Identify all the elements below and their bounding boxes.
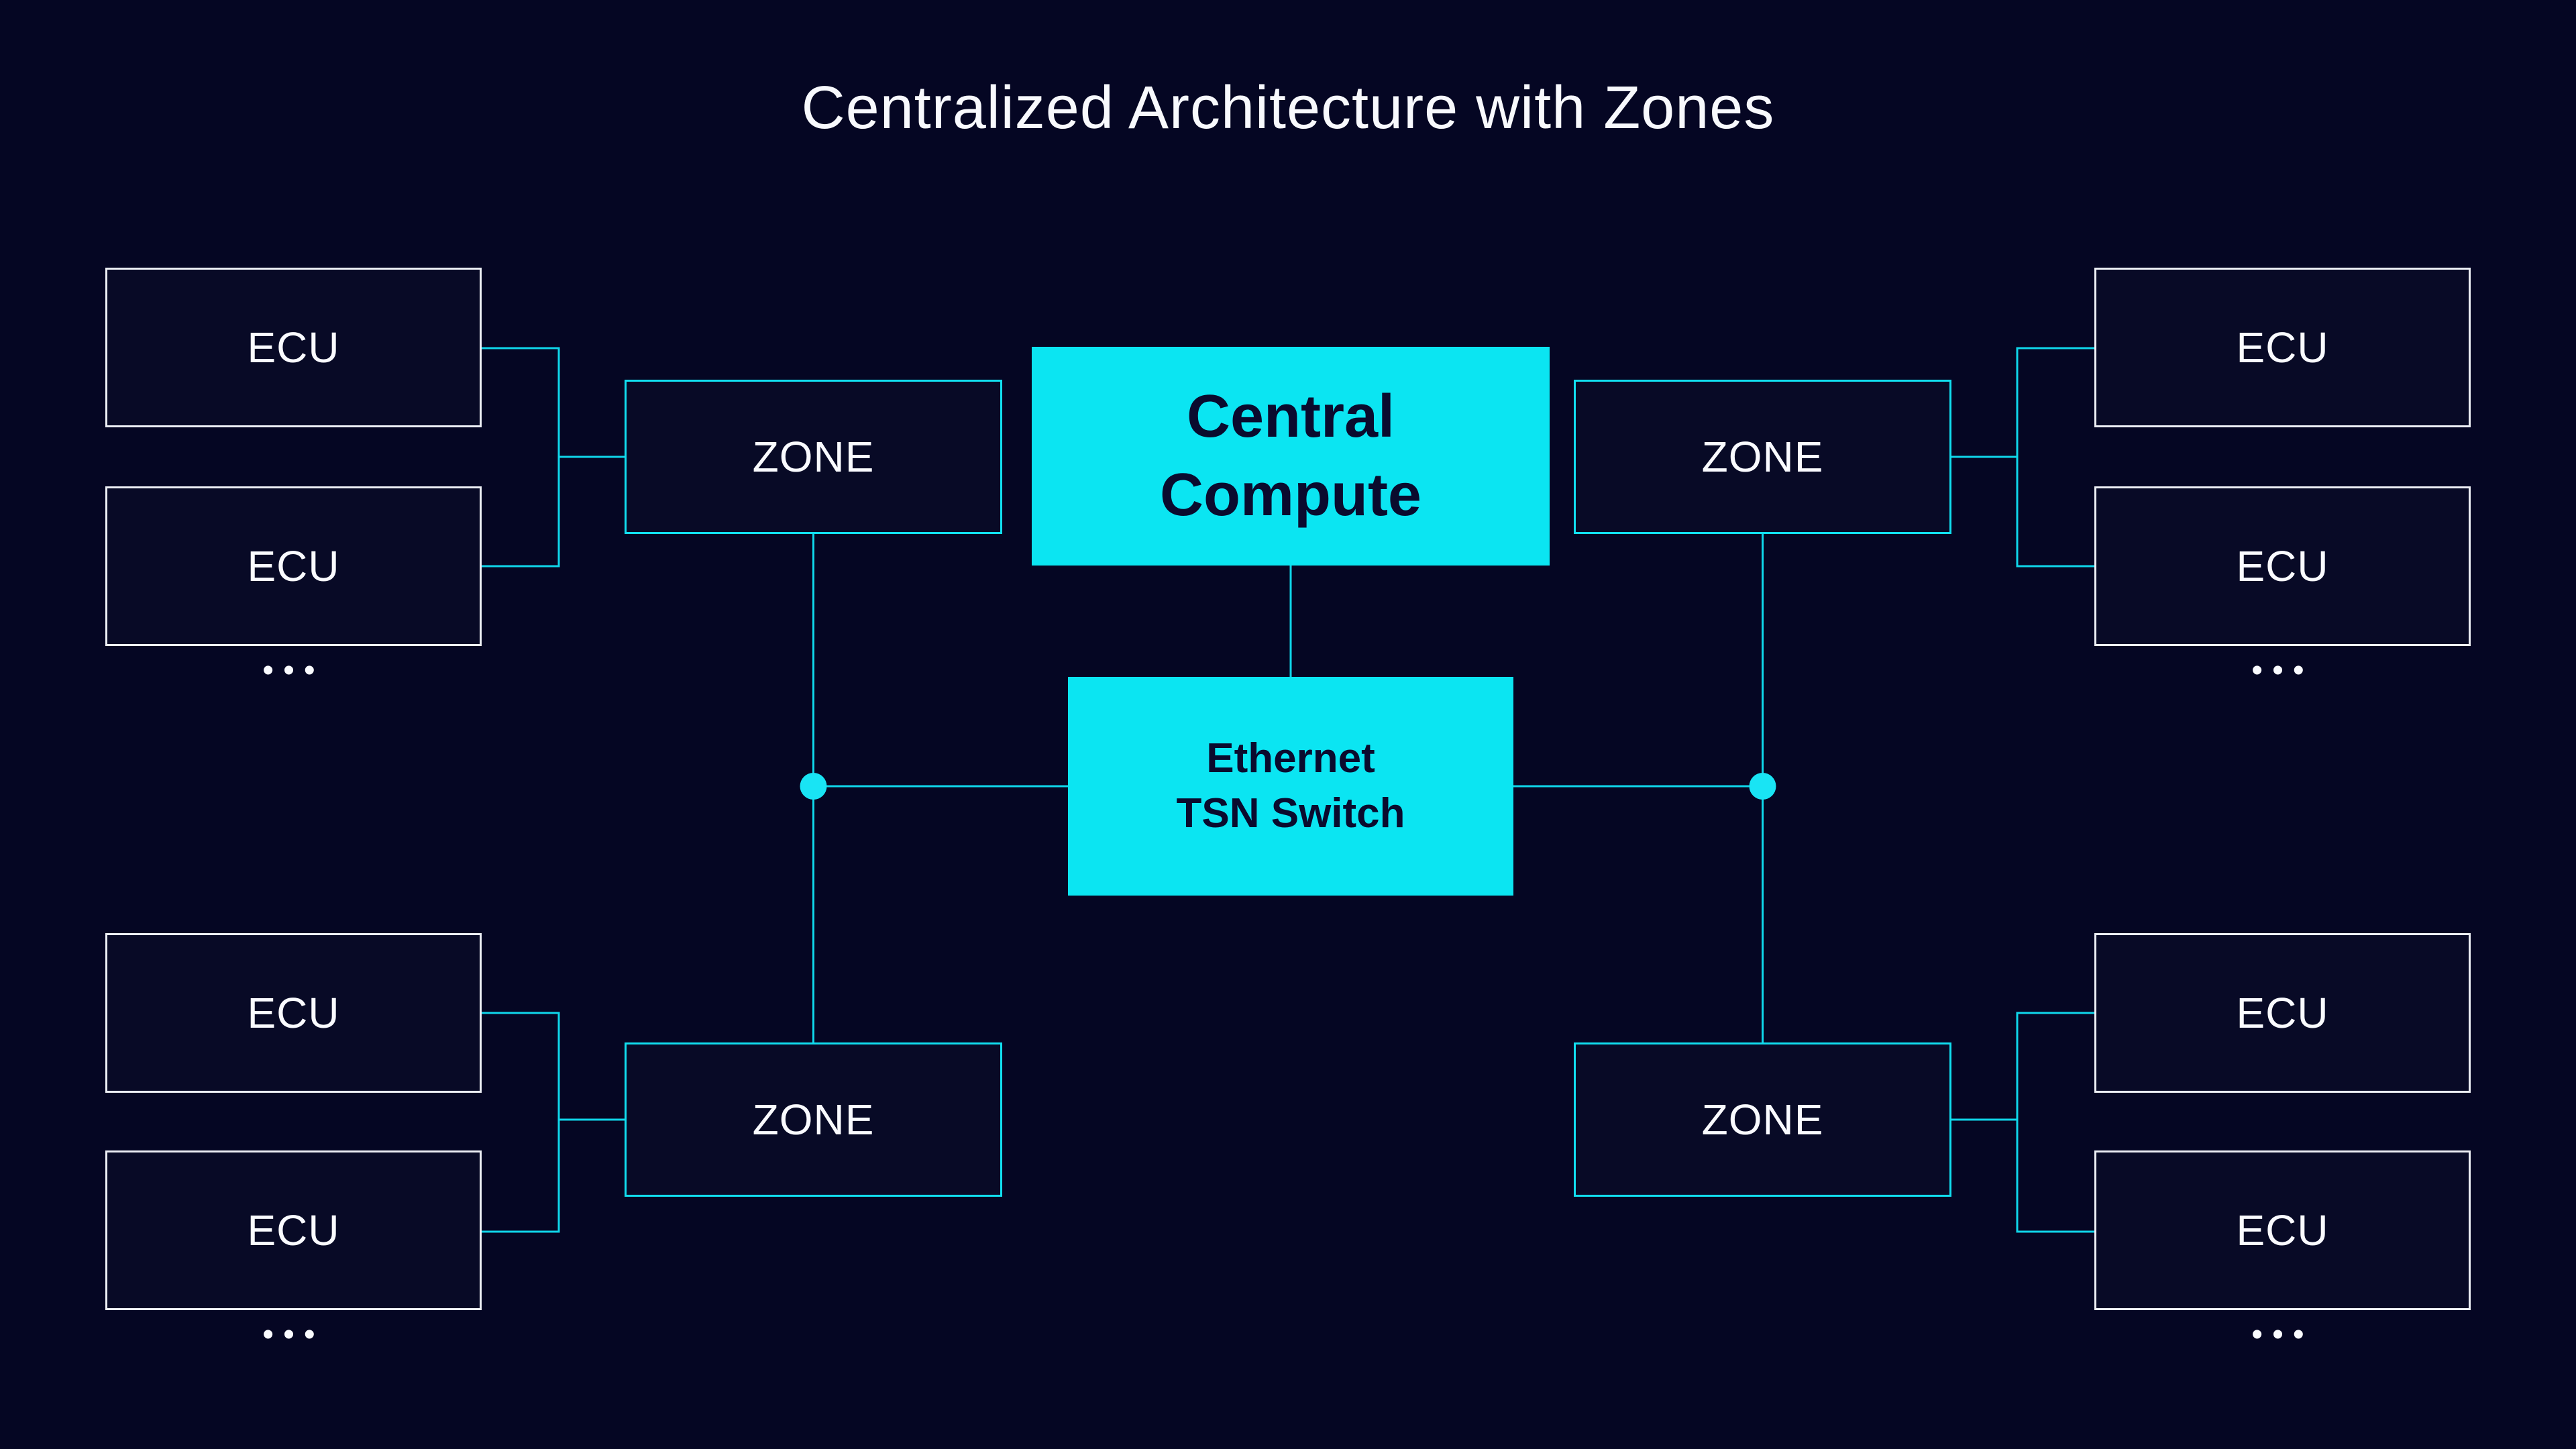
- ecu-node-top-right-2: ECU: [2094, 486, 2471, 646]
- ecu-label: ECU: [2236, 542, 2329, 590]
- ecu-node-bottom-left-1: ECU: [105, 933, 482, 1093]
- ecu-label: ECU: [247, 542, 340, 590]
- tsn-switch-label-line2: TSN Switch: [1176, 790, 1405, 837]
- central-compute-label-line1: Central: [1186, 383, 1395, 450]
- junction-dot-right: [1749, 773, 1776, 800]
- central-compute-label-line2: Compute: [1160, 462, 1421, 529]
- junction-dot-left: [800, 773, 827, 800]
- zone-label: ZONE: [1701, 1095, 1824, 1144]
- ecu-label: ECU: [2236, 323, 2329, 372]
- zone-node-top-left: ZONE: [625, 380, 1002, 534]
- ecu-node-bottom-right-2: ECU: [2094, 1150, 2471, 1310]
- ecu-node-bottom-left-2: ECU: [105, 1150, 482, 1310]
- ecu-node-top-right-1: ECU: [2094, 268, 2471, 427]
- zone-label: ZONE: [752, 433, 875, 481]
- zone-node-bottom-left: ZONE: [625, 1042, 1002, 1197]
- ethernet-tsn-switch-node: Ethernet TSN Switch: [1068, 677, 1513, 896]
- more-ecus-ellipsis-bottom-left: •••: [262, 1317, 325, 1352]
- ecu-node-top-left-2: ECU: [105, 486, 482, 646]
- diagram-title: Centralized Architecture with Zones: [801, 74, 1775, 142]
- zone-label: ZONE: [1701, 433, 1824, 481]
- more-ecus-ellipsis-top-right: •••: [2251, 653, 2314, 688]
- ecu-node-bottom-right-1: ECU: [2094, 933, 2471, 1093]
- ecu-label: ECU: [247, 1206, 340, 1254]
- ecu-label: ECU: [247, 989, 340, 1037]
- ecu-node-top-left-1: ECU: [105, 268, 482, 427]
- ecu-label: ECU: [2236, 989, 2329, 1037]
- ecu-label: ECU: [247, 323, 340, 372]
- ecu-label: ECU: [2236, 1206, 2329, 1254]
- zone-node-top-right: ZONE: [1574, 380, 1951, 534]
- tsn-switch-label-line1: Ethernet: [1206, 735, 1375, 782]
- more-ecus-ellipsis-top-left: •••: [262, 653, 325, 688]
- zone-node-bottom-right: ZONE: [1574, 1042, 1951, 1197]
- central-compute-node: Central Compute: [1032, 347, 1550, 566]
- zone-label: ZONE: [752, 1095, 875, 1144]
- more-ecus-ellipsis-bottom-right: •••: [2251, 1317, 2314, 1352]
